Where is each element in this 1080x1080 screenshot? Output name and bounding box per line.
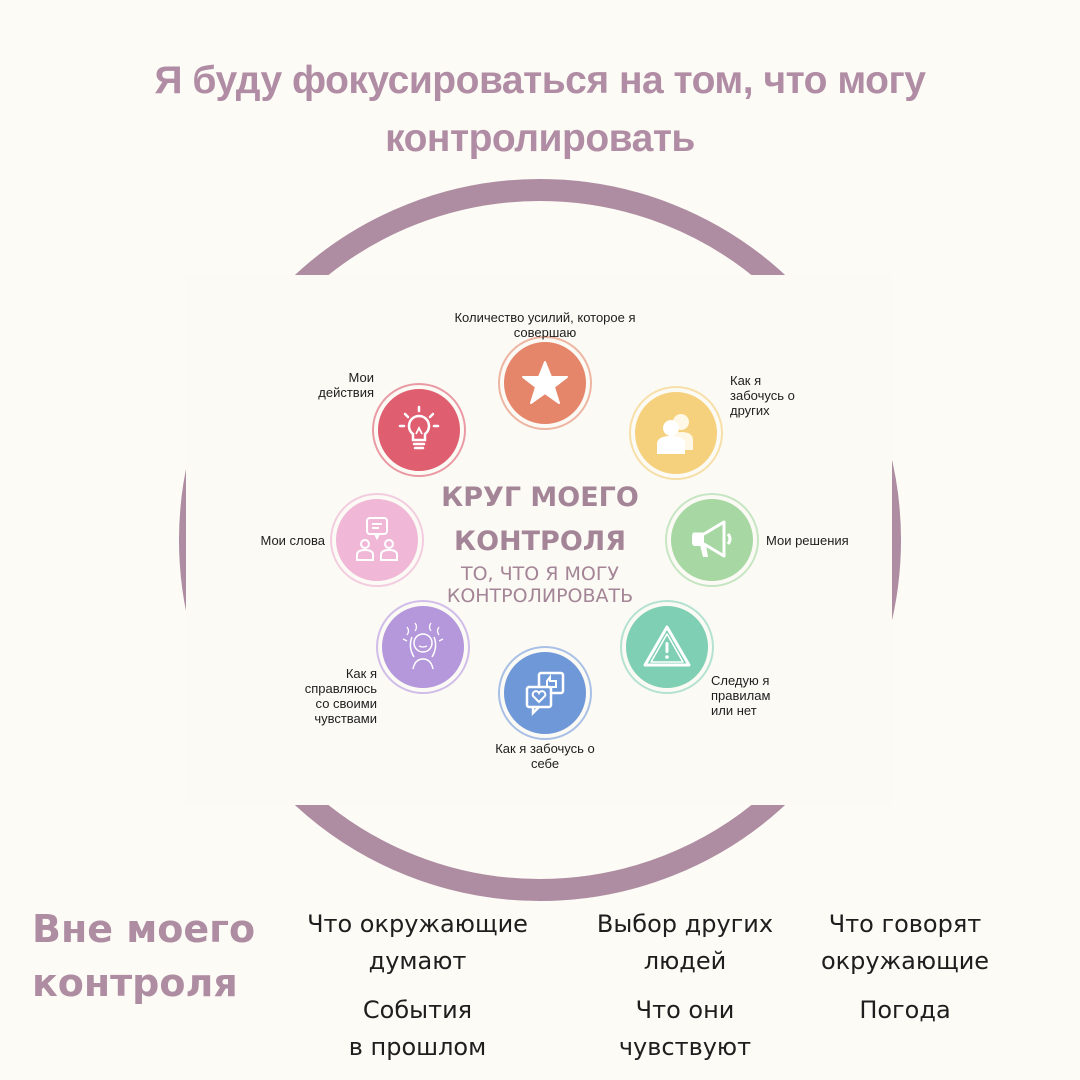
decisions-label: Мои решения <box>766 533 886 548</box>
label-line: правилам <box>711 688 771 703</box>
label-line: совершаю <box>513 325 577 340</box>
outside-item: Что окружающие думают <box>290 906 545 980</box>
heart-like-chat-icon <box>519 667 571 719</box>
rules-label: Следую я правилам или нет <box>711 673 821 718</box>
label-line: или нет <box>711 703 757 718</box>
label-line: забочусь о <box>730 388 795 403</box>
effort-label: Количество усилий, которое я совершаю <box>420 310 670 340</box>
effort-item <box>498 336 592 430</box>
label-line: Как я <box>730 373 762 388</box>
circle-center-subtitle: ТО, ЧТО Я МОГУ КОНТРОЛИРОВАТЬ <box>390 563 690 607</box>
label-line: чувствами <box>314 711 377 726</box>
outside-item-line: чувствуют <box>618 1033 752 1061</box>
outside-item: Что говорят окружающие <box>800 906 1010 980</box>
megaphone-icon <box>686 514 738 566</box>
outside-item-line: Что говорят <box>828 910 982 938</box>
feelings-item <box>376 600 470 694</box>
outside-title-line-1: Вне моего <box>32 907 256 951</box>
outside-control-title: Вне моего контроля <box>32 902 255 1010</box>
label-line: Количество усилий, которое я <box>454 310 636 325</box>
actions-label: Мои действия <box>270 370 374 400</box>
words-label: Мои слова <box>210 533 325 548</box>
label-line: Как я <box>345 666 377 681</box>
label-line: других <box>730 403 770 418</box>
outside-item: Что они чувствуют <box>570 992 800 1066</box>
outside-item-line: События <box>362 996 473 1024</box>
label-line: Мои слова <box>260 533 325 548</box>
label-line: со своими <box>315 696 377 711</box>
warning-icon <box>641 621 693 673</box>
outside-item: Погода <box>800 992 1010 1029</box>
actions-item <box>372 383 466 477</box>
page-title: Я буду фокусироваться на том, что могу к… <box>0 52 1080 168</box>
words-item <box>330 493 424 587</box>
label-line: справляюсь <box>304 681 377 696</box>
label-line: Мои решения <box>766 533 849 548</box>
stressed-person-icon <box>395 619 451 675</box>
title-line-1: Я буду фокусироваться на том, что могу <box>154 59 926 102</box>
label-line: действия <box>318 385 374 400</box>
label-line: Мои <box>348 370 374 385</box>
feelings-label: Как я справляюсь со своими чувствами <box>270 666 377 726</box>
center-title-line-1: КРУГ МОЕГО <box>441 482 639 513</box>
circle-center-title: КРУГ МОЕГО КОНТРОЛЯ <box>390 476 690 564</box>
center-sub-line-2: КОНТРОЛИРОВАТЬ <box>446 585 634 607</box>
outside-item-line: Что они <box>635 996 735 1024</box>
rules-item <box>620 600 714 694</box>
outside-item: Выбор других людей <box>570 906 800 980</box>
outside-item-line: Погода <box>859 996 951 1024</box>
outside-item-line: в прошлом <box>348 1033 487 1061</box>
outside-item-line: людей <box>643 947 727 975</box>
conversation-icon <box>351 514 403 566</box>
center-title-line-2: КОНТРОЛЯ <box>454 526 626 557</box>
label-line: Как я забочусь о <box>495 741 595 756</box>
care-others-item <box>629 386 723 480</box>
center-sub-line-1: ТО, ЧТО Я МОГУ <box>460 563 620 585</box>
outside-item-line: думают <box>368 947 467 975</box>
decisions-item <box>665 493 759 587</box>
self-care-label: Как я забочусь о себе <box>470 741 620 771</box>
label-line: Следую я <box>711 673 770 688</box>
outside-item-line: Выбор других <box>596 910 774 938</box>
label-line: себе <box>530 756 560 771</box>
lightbulb-icon <box>393 404 445 456</box>
outside-item-line: окружающие <box>820 947 990 975</box>
self-care-item <box>498 646 592 740</box>
outside-item-line: Что окружающие <box>307 910 528 938</box>
title-line-2: контролировать <box>385 117 695 160</box>
outside-item: События в прошлом <box>290 992 545 1066</box>
outside-title-line-2: контроля <box>32 961 238 1005</box>
care-others-label: Как я забочусь о других <box>730 373 840 418</box>
star-icon <box>520 358 570 408</box>
people-icon <box>651 408 701 458</box>
